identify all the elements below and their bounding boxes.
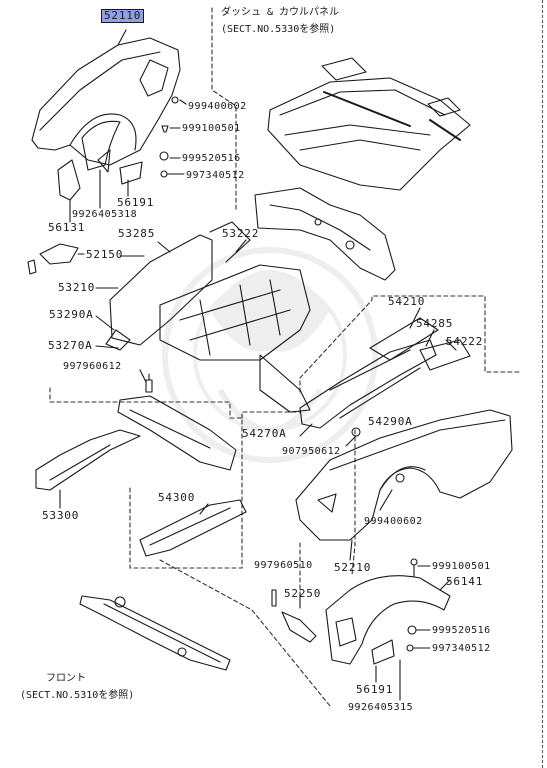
part-label-53285[interactable]: 53285 [118, 227, 156, 240]
part-label-54210[interactable]: 54210 [388, 295, 426, 308]
part-label-54285[interactable]: 54285 [416, 317, 454, 330]
part-label-999400602-right[interactable]: 999400602 [364, 516, 423, 527]
part-label-54290A[interactable]: 54290A [368, 415, 413, 428]
part-label-997960510[interactable]: 997960510 [254, 560, 313, 571]
part-label-997340512[interactable]: 997340512 [186, 170, 245, 181]
part-label-997340512-right[interactable]: 997340512 [432, 643, 491, 654]
part-label-907950612[interactable]: 907950612 [282, 446, 341, 457]
sheet-edge [540, 0, 543, 768]
note-dash-cowl-ref: (SECT.NO.5330を参照) [221, 24, 336, 35]
part-label-54270A[interactable]: 54270A [242, 427, 287, 440]
part-label-53222[interactable]: 53222 [222, 227, 260, 240]
part-label-52250[interactable]: 52250 [284, 587, 322, 600]
note-front-title: フロント [46, 673, 86, 684]
part-label-52150[interactable]: 52150 [86, 248, 124, 261]
part-label-54222[interactable]: 54222 [446, 335, 484, 348]
part-label-999520516[interactable]: 999520516 [182, 153, 241, 164]
part-label-997960612[interactable]: 997960612 [63, 361, 122, 372]
part-label-9926405318[interactable]: 9926405318 [72, 209, 138, 220]
part-label-999100501[interactable]: 999100501 [182, 123, 241, 134]
note-front-ref: (SECT.NO.5310を参照) [20, 690, 135, 701]
part-label-999400602[interactable]: 999400602 [188, 101, 247, 112]
part-label-56191-right[interactable]: 56191 [356, 683, 394, 696]
part-label-9926405315[interactable]: 9926405315 [348, 702, 414, 713]
note-dash-cowl-title: ダッシュ & カウルパネル [221, 7, 340, 18]
part-label-56131[interactable]: 56131 [48, 221, 86, 234]
part-label-52110[interactable]: 52110 [101, 9, 145, 23]
part-label-53270A[interactable]: 53270A [48, 339, 93, 352]
part-label-53300[interactable]: 53300 [42, 509, 80, 522]
part-label-53210[interactable]: 53210 [58, 281, 96, 294]
part-label-54300[interactable]: 54300 [158, 491, 196, 504]
note-dash-cowl: ダッシュ & カウルパネル (SECT.NO.5330を参照) [221, 6, 339, 36]
part-label-56191[interactable]: 56191 [117, 196, 155, 209]
part-label-999520516-right[interactable]: 999520516 [432, 625, 491, 636]
note-front: フロント (SECT.NO.5310を参照) [20, 672, 134, 702]
part-label-53290A[interactable]: 53290A [49, 308, 94, 321]
part-label-52210[interactable]: 52210 [334, 561, 372, 574]
part-label-56141[interactable]: 56141 [446, 575, 484, 588]
part-label-999100501-right[interactable]: 999100501 [432, 561, 491, 572]
